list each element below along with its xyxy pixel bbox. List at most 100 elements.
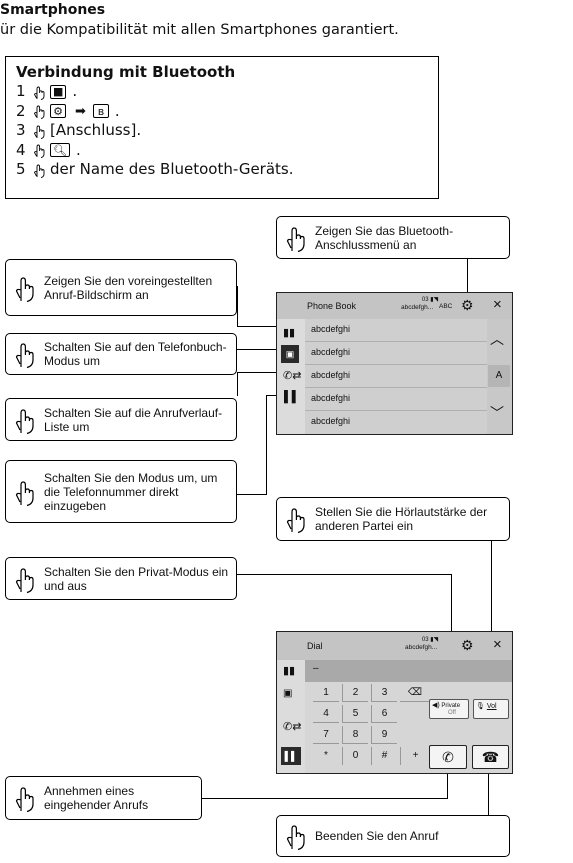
key-0[interactable]: 0	[342, 747, 368, 765]
dial-screen: Dial 03 ▮◥ abcdefgh... ⚙ × ▮▮ ▣ ✆⇄ ▌▌ – …	[276, 631, 513, 774]
scroll-down-button[interactable]: ﹀	[490, 405, 504, 421]
home-key-icon: ■	[50, 84, 67, 99]
signal-status: 03 ▮◥	[421, 637, 439, 643]
key-plus[interactable]: +	[400, 747, 430, 765]
connector-line	[467, 258, 468, 292]
close-button[interactable]: ×	[493, 636, 502, 653]
volume-button[interactable]: 🎙︎ Vol	[473, 699, 509, 719]
dial-pad-icon[interactable]: ▌▌	[281, 747, 301, 765]
keypad: 1 2 3 ⌫ 4 5 6 7 8 9 * 0 # +	[313, 684, 459, 770]
connector-line	[237, 372, 277, 373]
phone-pickup-icon: ✆	[442, 749, 454, 765]
dial-input[interactable]: –	[305, 660, 512, 682]
key-7[interactable]: 7	[313, 726, 339, 744]
key-2[interactable]: 2	[342, 684, 368, 702]
answer-call-button[interactable]: ✆	[429, 745, 467, 769]
close-button[interactable]: ×	[493, 296, 502, 313]
steps-box: Verbindung mit Bluetooth 1 ■ . 2 ⚙ ➡ ʙ .…	[5, 56, 439, 199]
touch-hand-icon	[15, 276, 34, 302]
signal-status: 03 ▮◥	[421, 297, 439, 303]
callout-bt-menu: Zeigen Sie das Bluetooth-Anschlussmenü a…	[276, 216, 510, 259]
page-subtitle: ür die Kompatibilität mit allen Smartpho…	[0, 22, 399, 38]
key-star[interactable]: *	[324, 750, 328, 761]
phonebook-icon[interactable]: ▣	[281, 345, 299, 363]
connector-line	[202, 798, 448, 799]
call-history-icon[interactable]: ✆⇄	[283, 370, 302, 382]
step-4: 4 🔍︎ .	[16, 140, 81, 159]
list-item[interactable]: abcdefghi	[305, 342, 487, 365]
key-hash[interactable]: #	[371, 747, 397, 765]
key-3[interactable]: 3	[371, 684, 397, 702]
index-letter[interactable]: A	[488, 365, 510, 387]
touch-hand-icon	[15, 408, 34, 434]
microphone-icon: 🎙︎	[476, 703, 485, 710]
list-item[interactable]: abcdefghi	[305, 388, 487, 411]
screen-title: Phone Book	[307, 301, 357, 311]
callout-direct-input: Schalten Sie den Modus um, um die Telefo…	[5, 460, 237, 523]
callout-call-history: Schalten Sie auf die Anrufverlauf-Liste …	[5, 398, 237, 441]
backspace-icon[interactable]: ⌫	[400, 684, 430, 702]
key-5[interactable]: 5	[342, 705, 368, 723]
callout-end-call: Beenden Sie den Anruf	[276, 815, 510, 857]
connector-line	[237, 494, 267, 495]
connector-line	[488, 770, 489, 820]
key-1[interactable]: 1	[313, 684, 339, 702]
device-name: abcdefgh...	[405, 644, 438, 651]
search-key-icon: 🔍︎	[50, 143, 70, 158]
arrow-right-icon: ➡	[75, 103, 86, 119]
list-item[interactable]: abcdefghi	[305, 365, 487, 388]
touch-hand-icon	[286, 508, 305, 534]
abc-search-button[interactable]: ABC	[439, 303, 453, 310]
touch-hand-icon	[15, 343, 34, 369]
list-item[interactable]: abcdefghi	[305, 411, 487, 434]
touch-hand-icon	[34, 125, 45, 139]
step-2: 2 ⚙ ➡ ʙ .	[16, 101, 120, 120]
key-6[interactable]: 6	[371, 705, 397, 723]
settings-gear-icon[interactable]: ⚙	[461, 297, 474, 313]
connector-line	[491, 540, 492, 696]
touch-hand-icon	[286, 825, 305, 851]
connector-line	[237, 349, 277, 350]
phone-hangup-icon: ☎	[481, 749, 500, 765]
settings-gear-icon[interactable]: ⚙	[461, 637, 474, 653]
speaker-icon: ◀)	[432, 702, 440, 709]
private-mode-button[interactable]: ◀) Private Off	[429, 699, 469, 719]
connector-line	[447, 770, 448, 798]
list-item[interactable]: abcdefghi	[305, 319, 487, 342]
touch-hand-icon	[15, 480, 34, 506]
preset-icon[interactable]: ▮▮	[283, 665, 296, 677]
phonebook-icon[interactable]: ▣	[283, 688, 293, 699]
preset-icon[interactable]: ▮▮	[283, 327, 296, 339]
device-name: abcdefgh...	[401, 304, 434, 311]
callout-volume: Stellen Sie die Hörlautstärke der andere…	[276, 497, 510, 541]
steps-title: Verbindung mit Bluetooth	[16, 63, 236, 81]
key-9[interactable]: 9	[371, 726, 397, 744]
step-1: 1 ■ .	[16, 82, 78, 101]
callout-preset-call: Zeigen Sie den voreingestellten Anruf-Bi…	[5, 259, 237, 316]
touch-hand-icon	[286, 226, 305, 252]
bluetooth-key-icon: ʙ	[92, 104, 109, 119]
callout-answer-call: Annehmen eines eingehender Anrufs	[5, 776, 202, 820]
callout-private-mode: Schalten Sie den Privat-Modus ein und au…	[5, 557, 237, 600]
connector-line	[237, 326, 277, 327]
scroll-up-button[interactable]: ︿	[490, 331, 504, 347]
phonebook-screen: Phone Book 03 ▮◥ abcdefgh... ABC ⚙ × ▮▮ …	[276, 292, 513, 435]
screen-title: Dial	[307, 641, 323, 651]
call-history-icon[interactable]: ✆⇄	[283, 721, 302, 733]
touch-hand-icon	[15, 787, 34, 813]
touch-hand-icon	[15, 567, 34, 593]
touch-hand-icon	[34, 144, 45, 159]
screen-header	[277, 632, 512, 660]
end-call-button[interactable]: ☎	[472, 745, 509, 769]
screen-header	[277, 293, 512, 319]
phonebook-list: abcdefghi abcdefghi abcdefghi abcdefghi …	[305, 319, 487, 434]
dial-pad-icon[interactable]: ▌▌	[284, 391, 300, 403]
key-4[interactable]: 4	[313, 705, 339, 723]
key-8[interactable]: 8	[342, 726, 368, 744]
left-nav	[277, 319, 305, 434]
settings-gear-key-icon: ⚙	[50, 104, 66, 119]
connector-line	[237, 372, 238, 396]
connector-line	[266, 395, 277, 396]
connector-line	[266, 395, 267, 495]
step-5: 5 der Name des Bluetooth-Geräts.	[16, 160, 294, 179]
